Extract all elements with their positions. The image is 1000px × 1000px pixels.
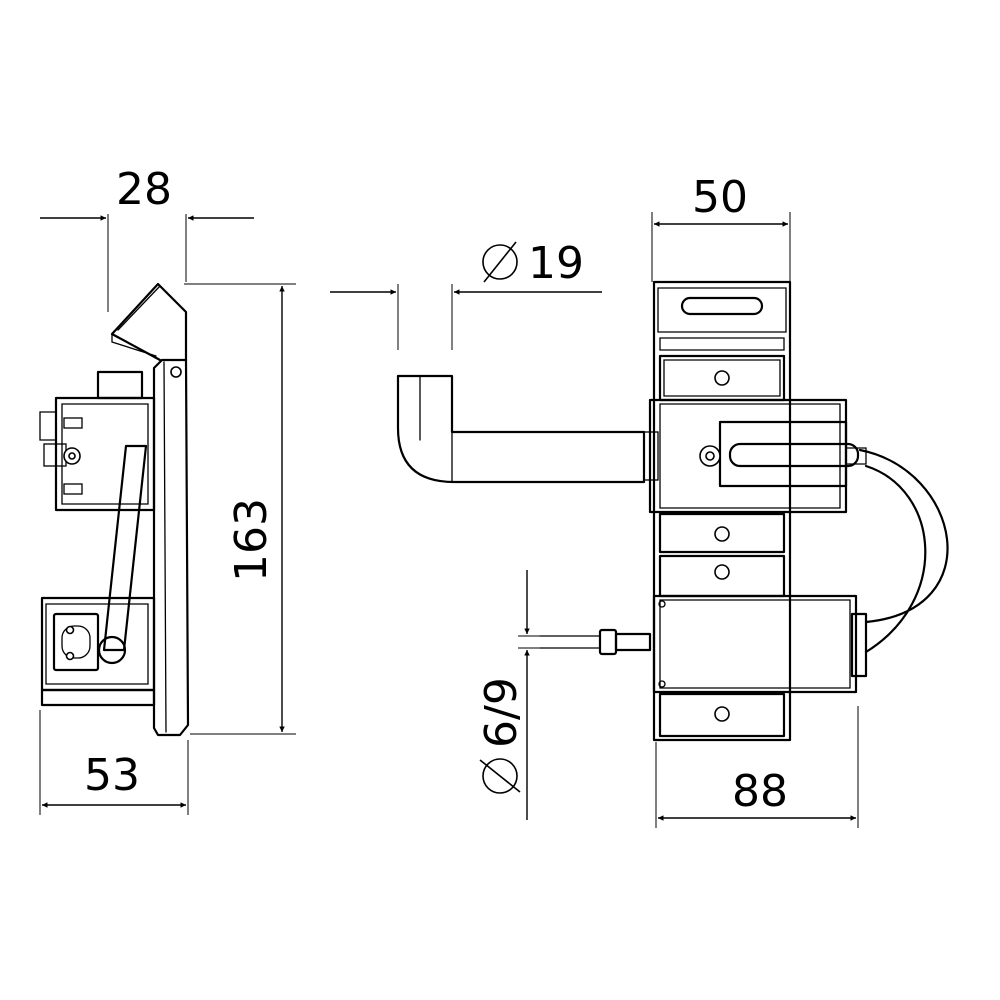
front-top-width-dimension: 50 — [651, 172, 791, 282]
side-bottom-depth-dimension: 53 — [39, 710, 189, 815]
front-top-width-label: 50 — [692, 172, 748, 223]
front-view — [396, 280, 949, 742]
front-bottom-width-label: 88 — [732, 766, 788, 817]
diameter-symbol-icon — [482, 241, 518, 283]
side-top-depth-label: 28 — [116, 164, 172, 215]
side-bottom-depth-label: 53 — [84, 750, 140, 801]
side-top-depth-dimension: 28 — [40, 164, 254, 312]
front-bottom-width-dimension: 88 — [655, 706, 859, 828]
side-height-dimension: 163 — [184, 283, 296, 735]
cable-diameter-dimension: 6/9 — [476, 570, 540, 820]
side-view — [39, 282, 190, 737]
diameter-symbol-icon — [479, 758, 521, 794]
cable-diameter-label: 6/9 — [476, 677, 527, 748]
handle-diameter-label: 19 — [528, 238, 584, 289]
handle-diameter-dimension: 19 — [330, 238, 602, 350]
side-height-label: 163 — [226, 498, 277, 582]
